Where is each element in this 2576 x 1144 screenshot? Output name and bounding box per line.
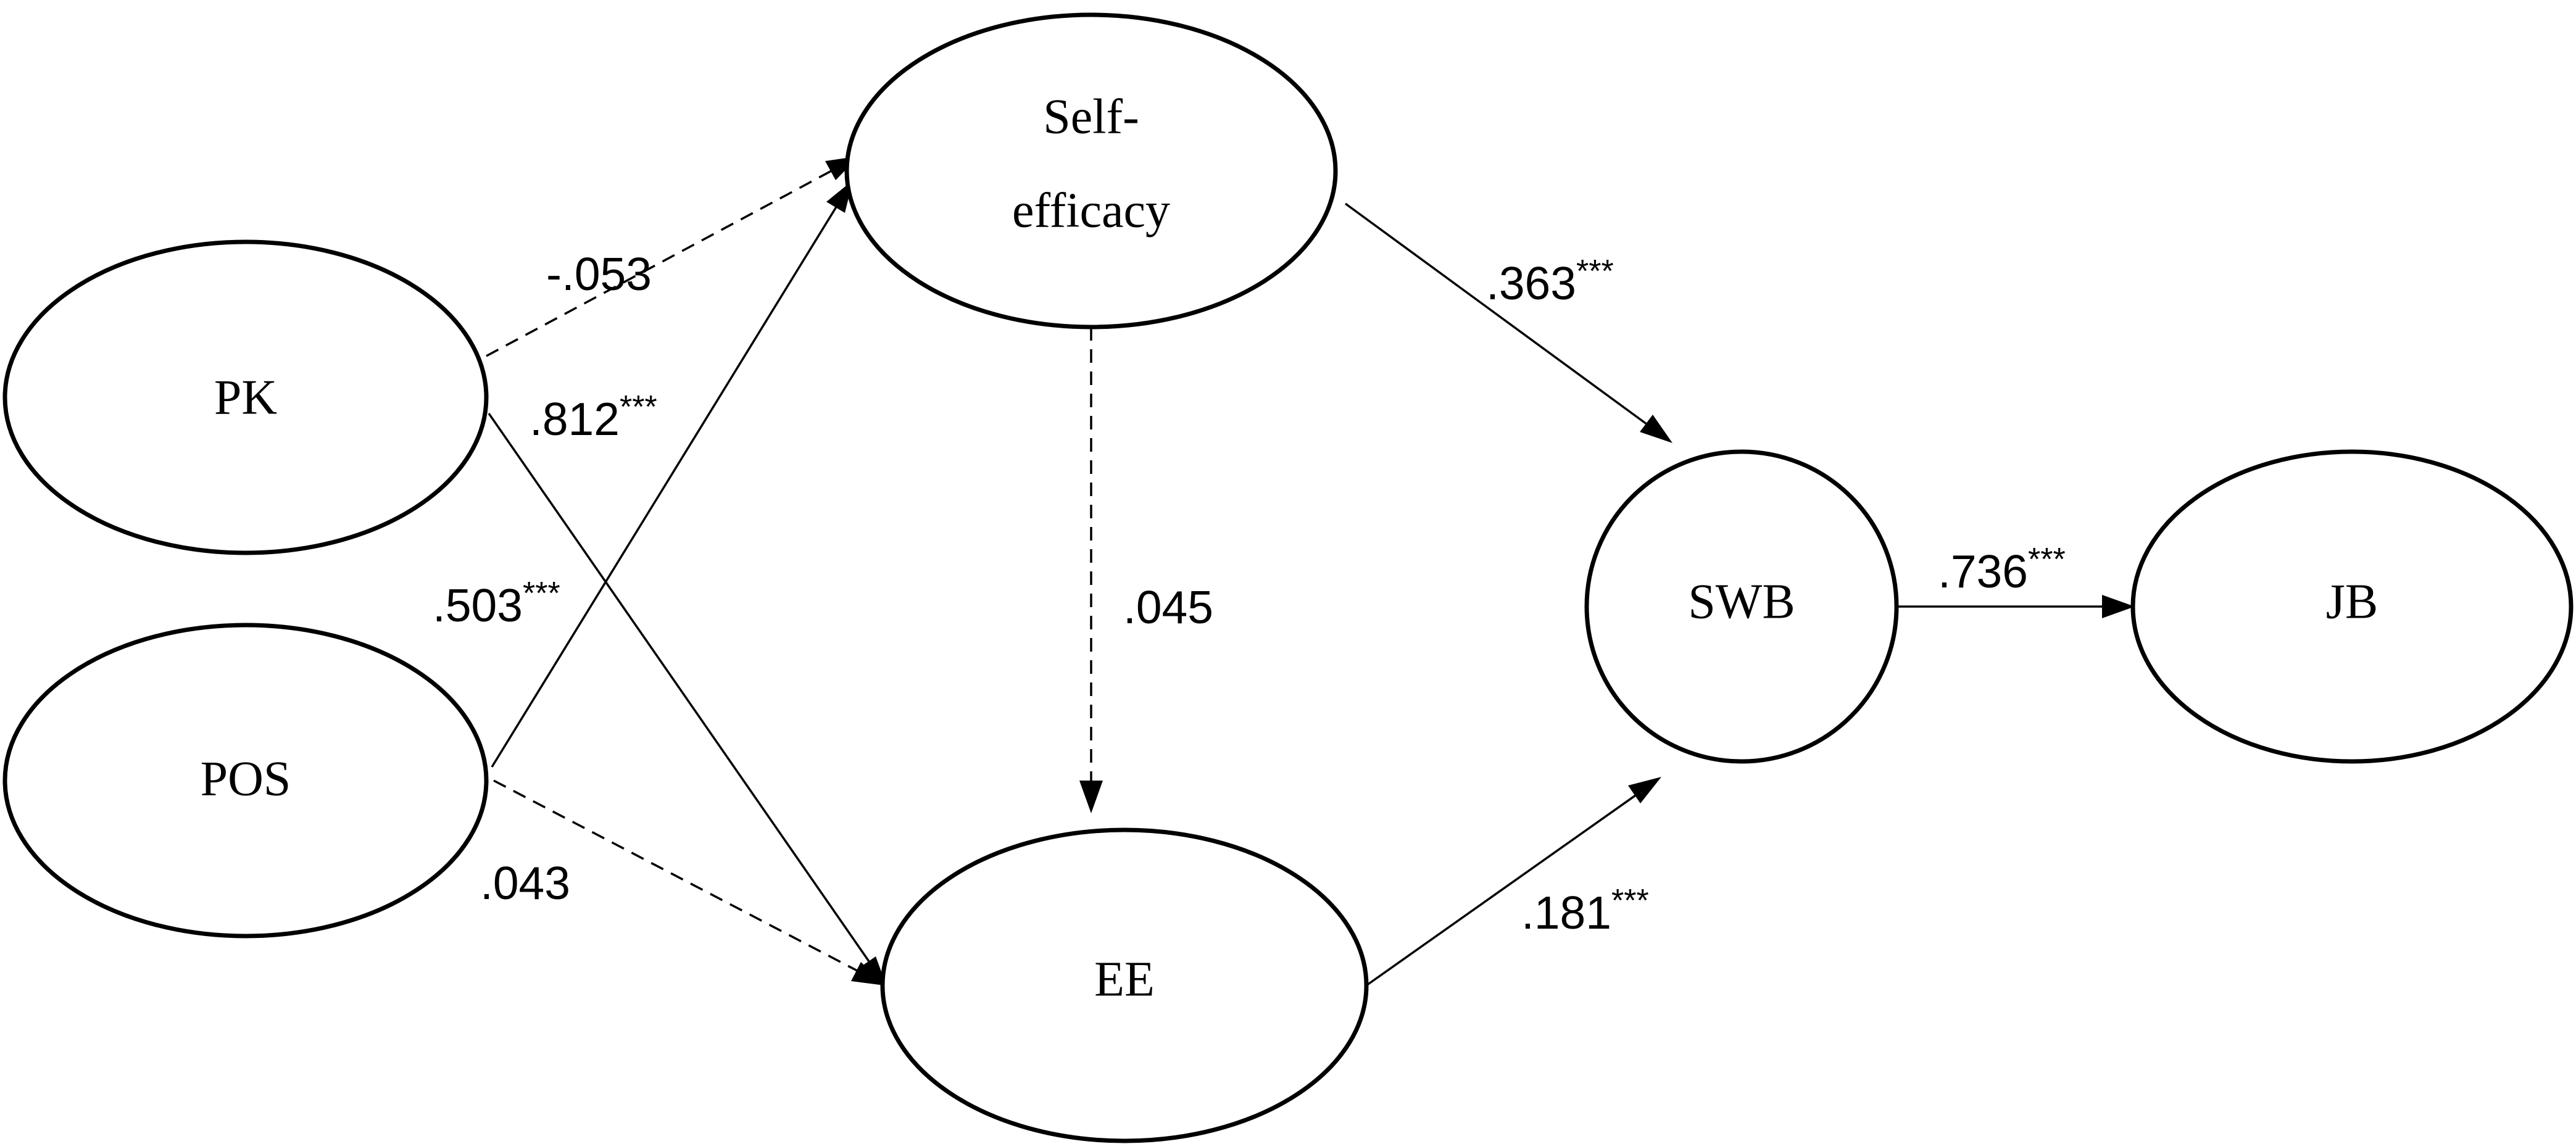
coef-ee-to-swb-value: .181 xyxy=(1521,887,1611,939)
node-pos: POS xyxy=(2,623,489,939)
node-swb-label: SWB xyxy=(1688,574,1795,629)
coef-pk-to-self-efficacy-value: -.053 xyxy=(546,248,652,300)
node-ee: EE xyxy=(880,827,1369,1143)
coef-self-efficacy-to-swb-value: .363 xyxy=(1486,257,1576,309)
node-pk-label: PK xyxy=(214,370,277,425)
coef-pos-to-self-efficacy: .503*** xyxy=(433,576,560,631)
coef-pos-to-ee: .043 xyxy=(480,857,570,909)
node-pos-label: POS xyxy=(201,752,291,806)
coef-pos-to-self-efficacy-value: .503 xyxy=(433,579,523,631)
node-swb: SWB xyxy=(1584,449,1899,764)
coef-self-efficacy-to-swb: .363*** xyxy=(1486,254,1614,309)
coef-pos-to-self-efficacy-sig: *** xyxy=(523,576,560,611)
node-jb: JB xyxy=(2130,449,2574,764)
coef-self-efficacy-to-swb-sig: *** xyxy=(1576,254,1614,289)
node-self-efficacy: Self- efficacy xyxy=(844,12,1338,330)
node-ee-label: EE xyxy=(1094,952,1155,1006)
path-pos-to-self-efficacy xyxy=(491,183,852,768)
arrowhead-ee-to-swb xyxy=(1628,777,1661,803)
path-pk-to-ee xyxy=(488,413,887,986)
coef-swb-to-jb-value: .736 xyxy=(1938,545,2028,597)
path-self-efficacy-to-swb xyxy=(1344,202,1669,441)
coef-ee-to-swb: .181*** xyxy=(1521,883,1649,939)
node-pk: PK xyxy=(2,239,489,555)
path-pos-to-ee xyxy=(493,779,880,984)
arrowhead-self-efficacy-to-ee xyxy=(1079,781,1103,813)
node-jb-label: JB xyxy=(2326,574,2379,629)
arrowhead-swb-to-jb xyxy=(2102,595,2135,618)
path-ee-to-swb xyxy=(1365,779,1658,987)
arrowhead-pk-to-ee xyxy=(858,956,887,989)
coef-pk-to-ee-value: .812 xyxy=(530,393,620,445)
coef-self-efficacy-to-ee: .045 xyxy=(1123,581,1213,633)
coef-swb-to-jb-sig: *** xyxy=(2028,542,2066,578)
path-pk-to-self-efficacy xyxy=(486,156,857,357)
coef-self-efficacy-to-ee-value: .045 xyxy=(1123,581,1213,633)
node-self-efficacy-label-line2: efficacy xyxy=(1012,183,1170,238)
coef-pk-to-self-efficacy: -.053 xyxy=(546,248,652,300)
coef-pk-to-ee: .812*** xyxy=(530,389,657,445)
arrowhead-pos-to-ee xyxy=(851,962,884,985)
coef-pk-to-ee-sig: *** xyxy=(620,389,657,425)
coef-swb-to-jb: .736*** xyxy=(1938,542,2066,597)
node-self-efficacy-label-line1: Self- xyxy=(1043,89,1139,144)
arrowhead-self-efficacy-to-swb xyxy=(1640,415,1672,443)
coef-ee-to-swb-sig: *** xyxy=(1611,883,1649,919)
coef-pos-to-ee-value: .043 xyxy=(480,857,570,909)
